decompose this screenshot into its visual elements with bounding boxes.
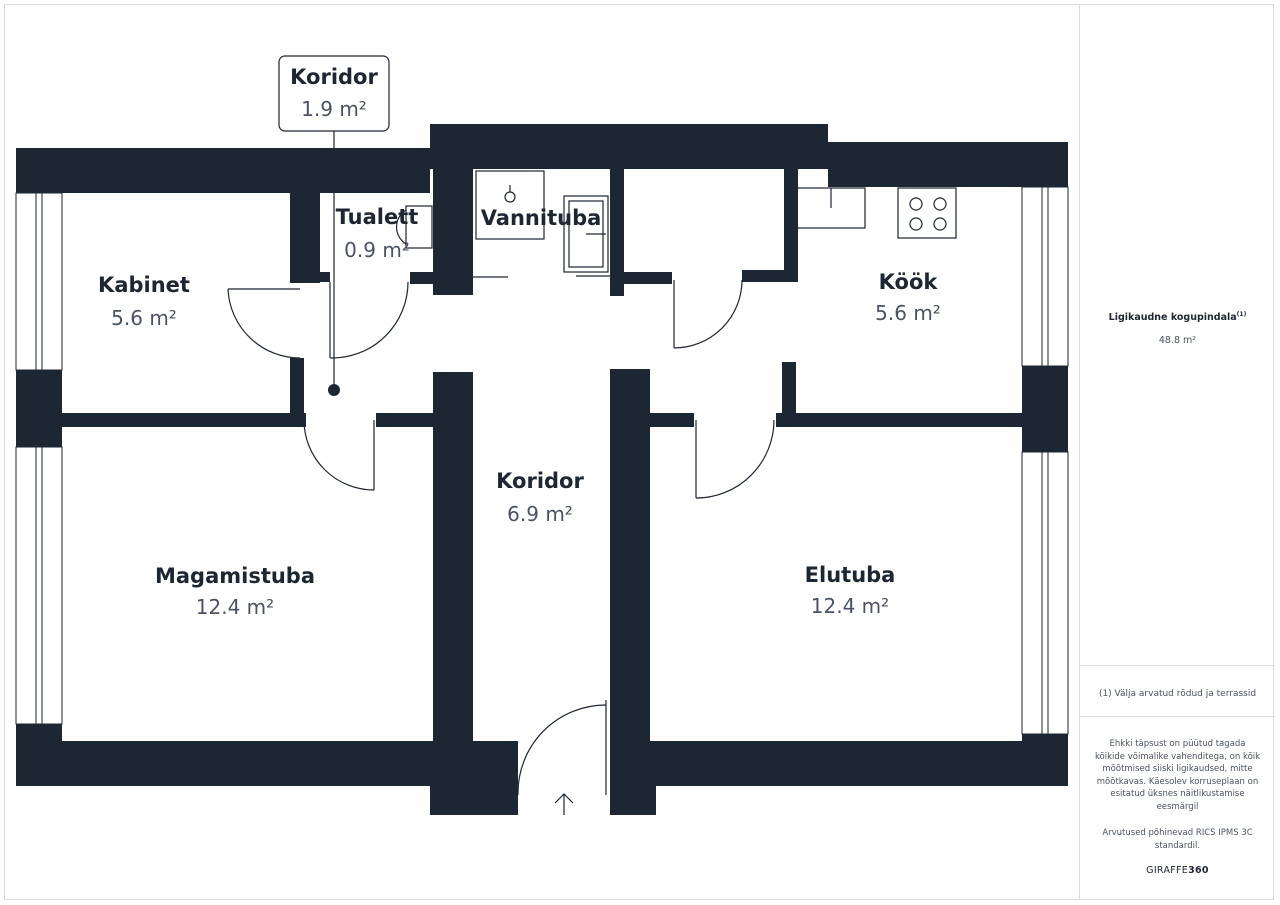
doors xyxy=(227,275,775,796)
room-elutuba-name: Elutuba xyxy=(805,563,896,587)
stove-icon xyxy=(897,187,957,239)
room-elutuba-area: 12.4 m² xyxy=(811,594,889,618)
info-panel: Ligikaudne kogupindala(1) 48.8 m² (1) Vä… xyxy=(1079,4,1275,900)
brand-logo: GIRAFFE360 xyxy=(1080,865,1275,876)
windows xyxy=(15,186,1069,735)
walls xyxy=(16,124,1068,815)
room-vannituba-name: Vannituba xyxy=(481,206,602,230)
room-kabinet-name: Kabinet xyxy=(98,273,190,297)
disclaimer: Ehkki täpsust on püütud tagada kõikide v… xyxy=(1094,739,1261,812)
room-magamistuba-area: 12.4 m² xyxy=(196,595,274,619)
total-area-footnote-mark: (1) xyxy=(1236,311,1247,318)
room-tualett-name: Tualett xyxy=(336,205,419,229)
footnote: (1) Välja arvatud rõdud ja terrassid xyxy=(1098,689,1257,699)
sink-icon xyxy=(563,195,609,273)
total-area-label: Ligikaudne kogupindala(1) xyxy=(1080,311,1275,323)
room-kabinet-area: 5.6 m² xyxy=(111,306,177,330)
callout-dot xyxy=(328,384,340,396)
floor-plan: Koridor 1.9 m² Tualett 0.9 m² Vannituba … xyxy=(15,55,1069,815)
toilet-icon xyxy=(405,205,433,249)
room-koridor-top-name: Koridor xyxy=(290,65,378,89)
room-koridor-name: Koridor xyxy=(496,469,584,493)
room-kook-area: 5.6 m² xyxy=(875,301,941,325)
room-tualett-area: 0.9 m² xyxy=(344,238,410,262)
koridor-callout-box xyxy=(278,55,390,132)
page-frame xyxy=(4,4,1274,900)
panel-divider xyxy=(1080,716,1275,717)
drain-icon xyxy=(504,191,516,203)
room-koridor-top-area: 1.9 m² xyxy=(301,97,367,121)
room-kook-name: Köök xyxy=(879,270,939,294)
total-area-label-text: Ligikaudne kogupindala xyxy=(1108,312,1237,324)
total-area-value: 48.8 m² xyxy=(1158,335,1197,346)
entrance-arrow-icon xyxy=(554,793,574,815)
panel-divider xyxy=(1080,665,1275,666)
shower-icon xyxy=(475,170,545,240)
room-magamistuba-name: Magamistuba xyxy=(155,564,315,588)
room-koridor-area: 6.9 m² xyxy=(507,502,573,526)
standard-note: Arvutused põhinevad RICS IPMS 3C standar… xyxy=(1102,828,1253,851)
brand-bold: 360 xyxy=(1188,865,1209,876)
brand-light: GIRAFFE xyxy=(1146,865,1189,876)
